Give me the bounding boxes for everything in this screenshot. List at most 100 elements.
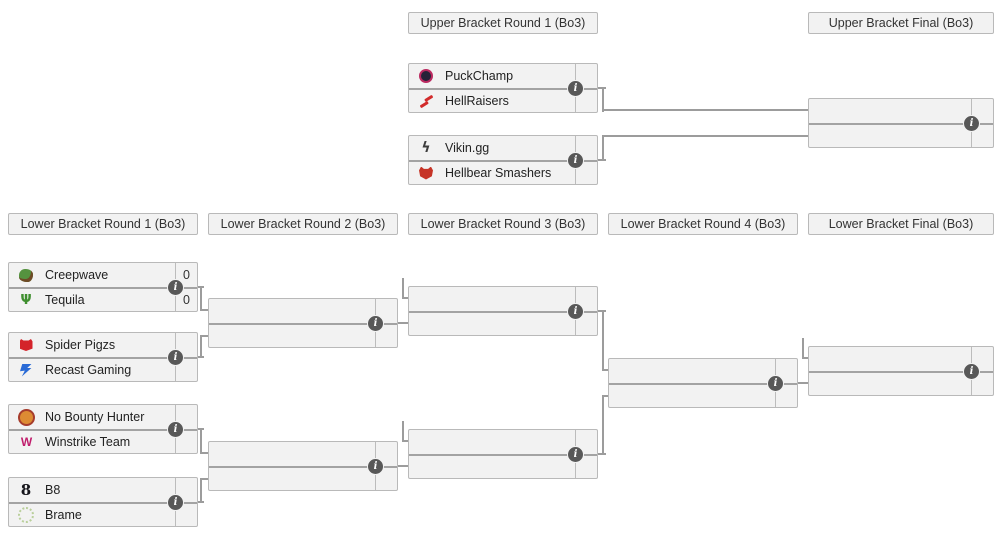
- lb-final-match: [808, 346, 994, 396]
- team-row[interactable]: [809, 123, 993, 147]
- team-row[interactable]: Spider Pigzs: [9, 333, 197, 357]
- team-name: Recast Gaming: [45, 363, 132, 377]
- team-logo-icon: [417, 433, 435, 451]
- info-icon[interactable]: [168, 350, 183, 365]
- team-score: [575, 456, 597, 478]
- info-icon[interactable]: [168, 495, 183, 510]
- connector-line: [200, 335, 202, 358]
- team-score: [375, 325, 397, 347]
- info-icon[interactable]: [568, 81, 583, 96]
- team-row[interactable]: [409, 430, 597, 454]
- team-name: Tequila: [45, 293, 85, 307]
- lb-round1-match-4: B8 Brame: [8, 477, 198, 527]
- team-score: [575, 430, 597, 454]
- header-upper-final: Upper Bracket Final (Bo3): [808, 12, 994, 34]
- team-row[interactable]: [209, 442, 397, 466]
- team-row[interactable]: Winstrike Team: [9, 429, 197, 453]
- team-row[interactable]: [609, 359, 797, 383]
- info-icon[interactable]: [568, 304, 583, 319]
- info-icon[interactable]: [964, 116, 979, 131]
- team-row[interactable]: HellRaisers: [409, 88, 597, 112]
- team-row[interactable]: Tequila 0: [9, 287, 197, 311]
- info-icon[interactable]: [168, 422, 183, 437]
- team-row[interactable]: [809, 371, 993, 395]
- spiderpigzs-logo-icon: [17, 336, 35, 354]
- team-name: No Bounty Hunter: [45, 410, 145, 424]
- team-row[interactable]: Vikin.gg: [409, 136, 597, 160]
- info-icon[interactable]: [368, 316, 383, 331]
- team-row[interactable]: [409, 287, 597, 311]
- team-name: Hellbear Smashers: [445, 166, 552, 180]
- info-icon[interactable]: [168, 280, 183, 295]
- team-score: [971, 373, 993, 395]
- info-icon[interactable]: [768, 376, 783, 391]
- team-row[interactable]: PuckChamp: [409, 64, 597, 88]
- team-row[interactable]: [209, 466, 397, 490]
- header-lower-round2: Lower Bracket Round 2 (Bo3): [208, 213, 398, 235]
- connector-line: [602, 395, 610, 397]
- team-logo-icon: [217, 327, 235, 345]
- connector-line: [396, 465, 410, 467]
- lb-round1-match-2: Spider Pigzs Recast Gaming: [8, 332, 198, 382]
- team-score: [575, 162, 597, 184]
- team-row[interactable]: Hellbear Smashers: [409, 160, 597, 184]
- team-name: HellRaisers: [445, 94, 509, 108]
- header-upper-round1: Upper Bracket Round 1 (Bo3): [408, 12, 598, 34]
- team-score: [575, 136, 597, 160]
- team-name: Creepwave: [45, 268, 109, 282]
- ub-round1-match-1: PuckChamp HellRaisers: [408, 63, 598, 113]
- team-logo-icon: [217, 302, 235, 320]
- team-row[interactable]: [809, 99, 993, 123]
- ub-final-match: [808, 98, 994, 148]
- team-row[interactable]: [609, 383, 797, 407]
- team-score: [775, 359, 797, 383]
- info-icon[interactable]: [568, 153, 583, 168]
- team-name: B8: [45, 483, 61, 497]
- team-name: Brame: [45, 508, 82, 522]
- connector-line: [200, 478, 202, 503]
- connector-line: [602, 87, 604, 112]
- lb-round2-match-2: [208, 441, 398, 491]
- team-row[interactable]: Creepwave 0: [9, 263, 197, 287]
- team-score: [971, 99, 993, 123]
- team-row[interactable]: No Bounty Hunter: [9, 405, 197, 429]
- team-name: Winstrike Team: [45, 435, 131, 449]
- team-logo-icon: [417, 458, 435, 476]
- lb-round3-match-2: [408, 429, 598, 479]
- team-row[interactable]: Brame: [9, 502, 197, 526]
- team-score: [575, 287, 597, 311]
- loser-drop-line: [402, 440, 410, 442]
- connector-line: [200, 452, 210, 454]
- team-score: [575, 90, 597, 112]
- team-score: [375, 468, 397, 490]
- header-lower-round1: Lower Bracket Round 1 (Bo3): [8, 213, 198, 235]
- team-row[interactable]: [209, 299, 397, 323]
- header-lower-final: Lower Bracket Final (Bo3): [808, 213, 994, 235]
- team-row[interactable]: Recast Gaming: [9, 357, 197, 381]
- team-logo-icon: [617, 362, 635, 380]
- info-icon[interactable]: [368, 459, 383, 474]
- team-score: [575, 313, 597, 335]
- team-name: Vikin.gg: [445, 141, 490, 155]
- team-score: [175, 504, 197, 526]
- team-score: 0: [175, 263, 197, 287]
- team-row[interactable]: [409, 311, 597, 335]
- info-icon[interactable]: [568, 447, 583, 462]
- team-logo-icon: [417, 315, 435, 333]
- connector-line: [200, 335, 210, 337]
- team-row[interactable]: B8: [9, 478, 197, 502]
- team-score: [175, 333, 197, 357]
- team-score: [175, 359, 197, 381]
- team-row[interactable]: [809, 347, 993, 371]
- team-logo-icon: [617, 387, 635, 405]
- team-row[interactable]: [409, 454, 597, 478]
- connector-line: [796, 382, 810, 384]
- team-score: [175, 431, 197, 453]
- team-score: [375, 442, 397, 466]
- nobounty-logo-icon: [17, 408, 35, 426]
- team-row[interactable]: [209, 323, 397, 347]
- connector-line: [602, 369, 610, 371]
- info-icon[interactable]: [964, 364, 979, 379]
- lb-round4-match-1: [608, 358, 798, 408]
